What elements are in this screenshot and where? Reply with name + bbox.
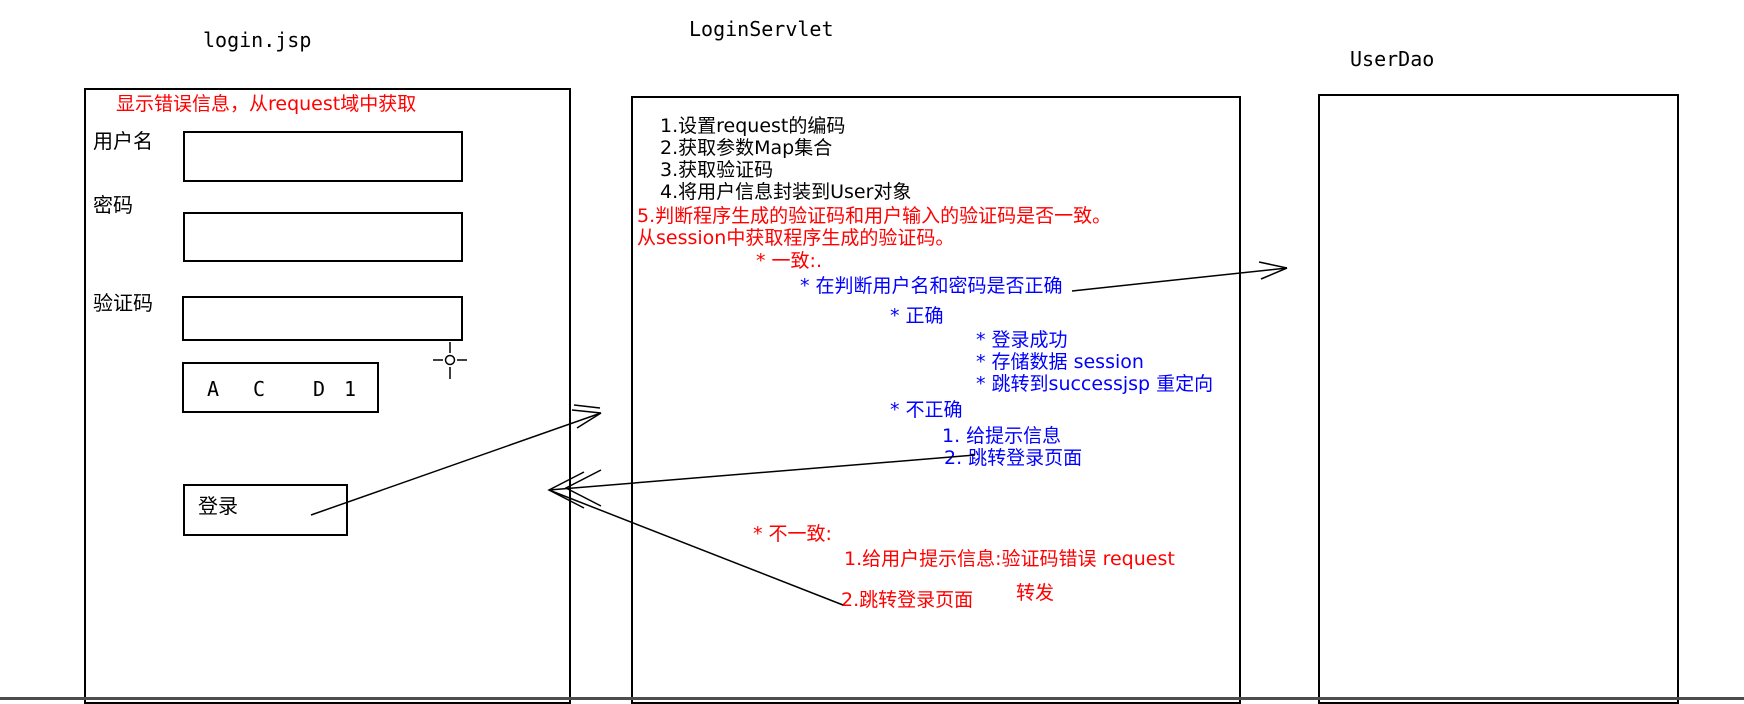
- note-store-session: * 存储数据 session: [976, 351, 1144, 373]
- captcha-char: A: [207, 377, 220, 401]
- note-correct: * 正确: [890, 305, 944, 327]
- bottom-edge-strip: [0, 697, 1744, 700]
- note-mismatch-jump: 2.跳转登录页面: [841, 589, 974, 611]
- password-input[interactable]: [183, 212, 463, 262]
- captcha-image-box[interactable]: A C D 1: [182, 362, 379, 413]
- login-button[interactable]: 登录: [183, 484, 348, 536]
- login-button-label: 登录: [198, 494, 238, 518]
- username-label: 用户名: [93, 129, 153, 153]
- note-mismatch: * 不一致:: [753, 523, 832, 545]
- userdao-box: [1318, 94, 1679, 704]
- captcha-char: D: [313, 377, 326, 401]
- captcha-char: 1: [344, 377, 357, 401]
- note-forward: 转发: [1016, 582, 1055, 604]
- userdao-title: UserDao: [1350, 47, 1435, 71]
- note-match: * 一致:.: [756, 250, 822, 272]
- note-give-message: 1. 给提示信息: [942, 425, 1062, 447]
- note-check-user: * 在判断用户名和密码是否正确: [800, 275, 1063, 297]
- note-redirect-success: * 跳转到successjsp 重定向: [976, 373, 1214, 395]
- servlet-step-4: 4.将用户信息封装到User对象: [660, 181, 912, 203]
- captcha-input[interactable]: [182, 296, 463, 341]
- password-label: 密码: [93, 193, 133, 217]
- note-jump-login: 2. 跳转登录页面: [944, 447, 1083, 469]
- note-login-success: * 登录成功: [976, 329, 1068, 351]
- note-mismatch-message: 1.给用户提示信息:验证码错误 request: [844, 548, 1175, 570]
- servlet-step-3: 3.获取验证码: [660, 159, 774, 181]
- username-input[interactable]: [183, 131, 463, 182]
- servlet-step-2: 2.获取参数Map集合: [660, 137, 833, 159]
- login-servlet-title: LoginServlet: [689, 17, 834, 41]
- note-incorrect: * 不正确: [890, 399, 963, 421]
- error-hint-text: 显示错误信息，从request域中获取: [116, 93, 417, 115]
- servlet-step-5-cont: 从session中获取程序生成的验证码。: [637, 227, 955, 249]
- captcha-label: 验证码: [93, 291, 153, 315]
- servlet-step-1: 1.设置request的编码: [660, 115, 846, 137]
- servlet-step-5: 5.判断程序生成的验证码和用户输入的验证码是否一致。: [637, 205, 1112, 227]
- captcha-char: C: [253, 377, 266, 401]
- login-jsp-title: login.jsp: [203, 28, 312, 52]
